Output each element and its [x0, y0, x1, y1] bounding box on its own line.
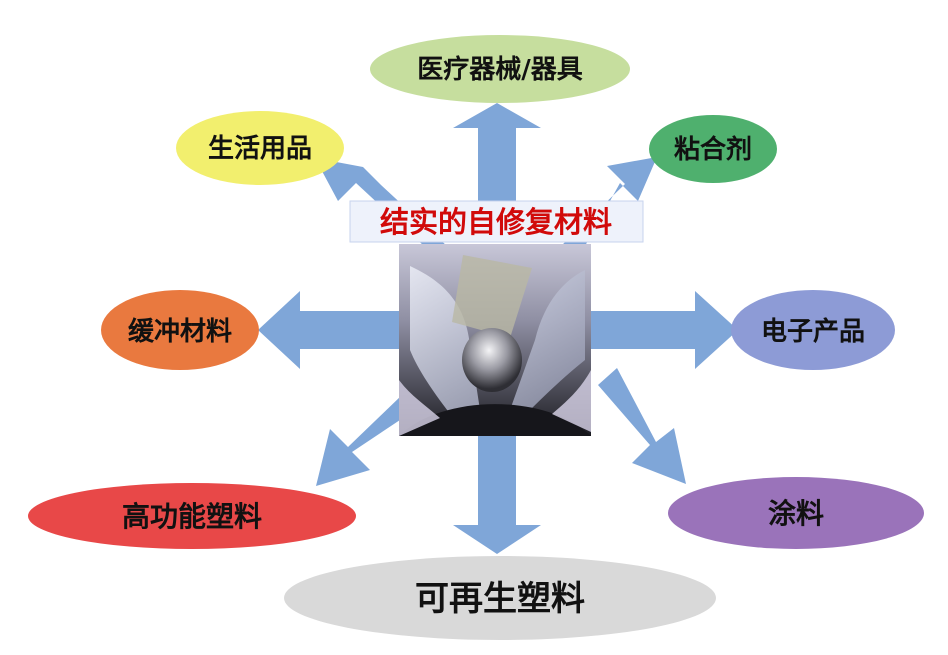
- node-electronics-label: 电子产品: [761, 317, 865, 347]
- node-recycled-plastics-label: 可再生塑料: [415, 579, 585, 619]
- center-title-block: 结实的自修复材料: [349, 200, 644, 243]
- node-daily: 生活用品: [176, 111, 344, 185]
- center-photo: [399, 244, 591, 436]
- node-recycled-plastics-shape: [284, 556, 716, 640]
- arrow-down-left: [316, 395, 418, 486]
- node-coatings-label: 涂料: [768, 497, 824, 530]
- arrow-left: [258, 291, 400, 369]
- node-electronics-shape: [731, 290, 895, 370]
- photo-glove-left: [399, 380, 440, 436]
- node-daily-label: 生活用品: [208, 134, 312, 164]
- arrow-down: [453, 430, 541, 554]
- center-title-background: [349, 200, 644, 243]
- node-electronics: 电子产品: [731, 290, 895, 370]
- node-medical: 医疗器械/器具: [370, 35, 630, 103]
- node-coatings: 涂料: [668, 477, 924, 549]
- node-high-performance-plastics: 高功能塑料: [28, 483, 356, 549]
- photo-metal-plate: [452, 255, 532, 338]
- node-high-performance-plastics-label: 高功能塑料: [122, 500, 262, 533]
- arrow-down-right: [598, 368, 686, 484]
- node-recycled-plastics: 可再生塑料: [284, 556, 716, 640]
- photo-glove-right: [552, 370, 591, 432]
- arrow-up: [453, 103, 541, 235]
- arrow-right: [590, 291, 738, 369]
- node-cushion: 缓冲材料: [101, 290, 259, 370]
- node-adhesive: 粘合剂: [649, 115, 777, 183]
- node-medical-shape: [370, 35, 630, 103]
- photo-bend: [399, 404, 591, 436]
- photo-film: [410, 266, 585, 420]
- node-medical-label: 医疗器械/器具: [417, 54, 583, 85]
- node-coatings-shape: [668, 477, 924, 549]
- photo-metal-highlight: [462, 328, 522, 392]
- node-cushion-label: 缓冲材料: [128, 316, 232, 347]
- node-cushion-shape: [101, 290, 259, 370]
- node-adhesive-label: 粘合剂: [674, 134, 752, 165]
- node-adhesive-shape: [649, 115, 777, 183]
- node-high-performance-plastics-shape: [28, 483, 356, 549]
- center-title: 结实的自修复材料: [380, 205, 612, 239]
- node-daily-shape: [176, 111, 344, 185]
